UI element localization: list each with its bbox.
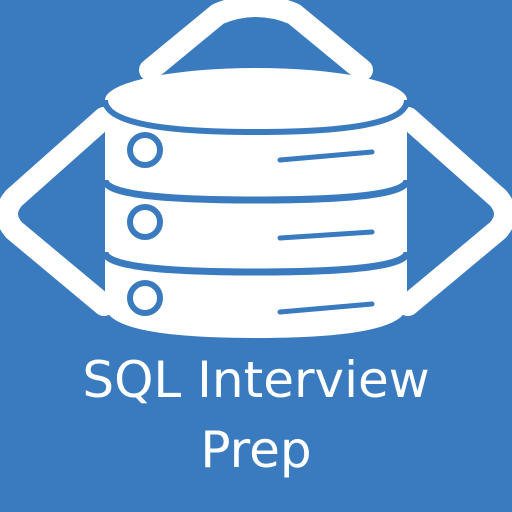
slot-line-icon [277,229,375,241]
database-icon [101,68,411,338]
indicator-light-icon [127,204,163,240]
app-title-line-1: SQL Interview [82,351,430,409]
slot-line-icon [277,149,375,163]
diamond-frame-icon [0,0,512,316]
app-title-line-2: Prep [200,421,312,479]
slot-line-icon [277,301,375,315]
indicator-light-icon [127,280,163,316]
indicator-light-icon [127,132,163,168]
